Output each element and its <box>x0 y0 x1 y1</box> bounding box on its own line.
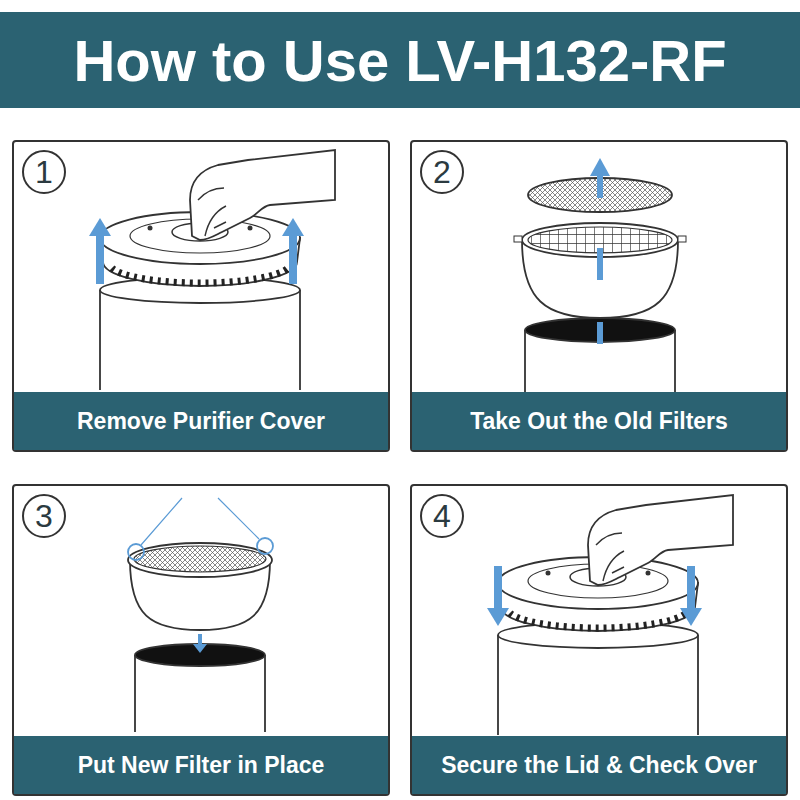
purifier-with-lid <box>100 150 335 390</box>
lift-arrow <box>590 158 610 344</box>
step-panel: Secure the Lid & Check Over 4 <box>410 484 788 796</box>
step-number-circle: 2 <box>420 150 464 194</box>
caption-band: Remove Purifier Cover <box>14 392 388 450</box>
step-number: 4 <box>433 500 451 532</box>
step-number: 3 <box>35 500 53 532</box>
down-arrows <box>487 566 702 626</box>
step-caption: Remove Purifier Cover <box>77 408 325 435</box>
filters-removed <box>514 178 686 392</box>
step-number: 2 <box>433 156 451 188</box>
title-banner: How to Use LV-H132-RF <box>0 12 800 108</box>
caption-band: Take Out the Old Filters <box>412 392 786 450</box>
step-number-circle: 1 <box>22 150 66 194</box>
step-panel: Take Out the Old Filters 2 <box>410 140 788 452</box>
step-number-circle: 4 <box>420 494 464 538</box>
step-panel: Remove Purifier Cover 1 <box>12 140 390 452</box>
step-number-circle: 3 <box>22 494 66 538</box>
up-arrows <box>89 218 304 284</box>
purifier-with-lid <box>498 495 733 735</box>
step-caption: Take Out the Old Filters <box>470 408 728 435</box>
step-panel: Put New Filter in Place 3 <box>12 484 390 796</box>
step-caption: Secure the Lid & Check Over <box>441 752 757 779</box>
caption-band: Put New Filter in Place <box>14 736 388 794</box>
step-caption: Put New Filter in Place <box>78 752 325 779</box>
step-number: 1 <box>35 156 53 188</box>
caption-band: Secure the Lid & Check Over <box>412 736 786 794</box>
title-text: How to Use LV-H132-RF <box>73 27 726 94</box>
filter-insert <box>128 498 273 732</box>
